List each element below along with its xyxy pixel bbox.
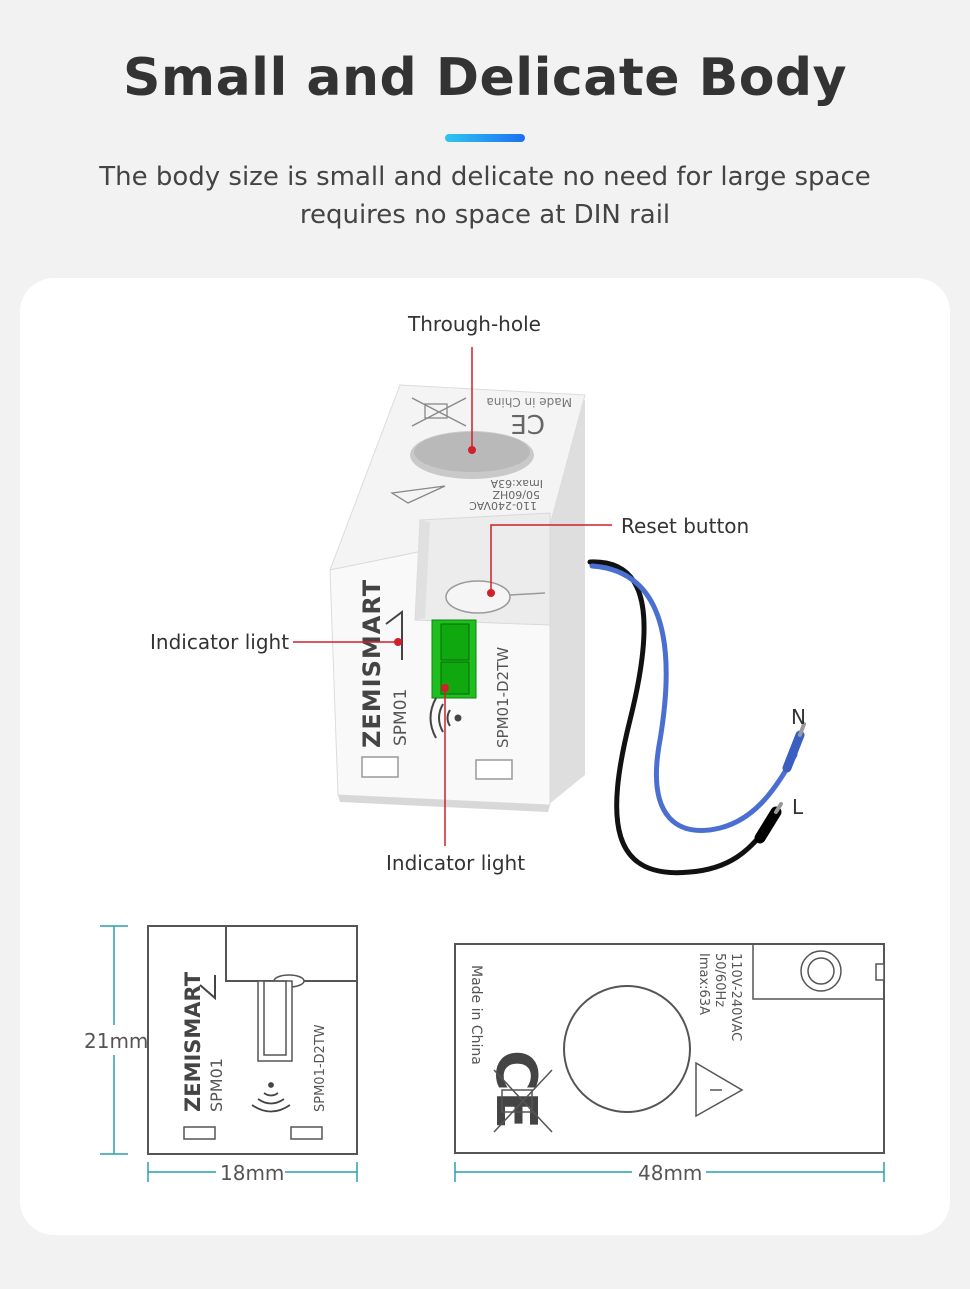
warning-triangle-icon xyxy=(390,485,446,504)
fv-wireless-icon xyxy=(251,1082,291,1113)
bv-bin-crossed-icon xyxy=(493,1069,553,1133)
front-model: SPM01 xyxy=(391,689,411,746)
front-brand: ZEMISMART xyxy=(358,579,386,748)
bv-voltage: 110V-240VAC xyxy=(728,953,743,1041)
bv-frequency: 50/60Hz xyxy=(712,953,727,1007)
bv-warning-triangle-icon xyxy=(695,1061,744,1118)
device-3d: CE Made in China 110-240VAC 50/60HZ Imax… xyxy=(329,384,586,812)
front-model-full: SPM01-D2TW xyxy=(494,647,512,748)
subtitle-line-1: The body size is small and delicate no n… xyxy=(99,162,871,192)
back-view-drawing: CE Made in China 110V-240VAC 50/60Hz Ima… xyxy=(454,943,885,1154)
callout-lines xyxy=(293,347,612,846)
page-title: Small and Delicate Body xyxy=(122,48,848,108)
dimension-lines xyxy=(100,925,885,1182)
label-wire-n: N xyxy=(791,705,806,729)
dim-width-18mm: 18mm xyxy=(220,1161,285,1185)
page-subtitle: The body size is small and delicate no n… xyxy=(0,158,970,234)
reset-button xyxy=(445,580,511,614)
title-accent-bar xyxy=(445,134,525,142)
dim-height-21mm: 21mm xyxy=(84,1029,149,1053)
callout-dots xyxy=(394,446,495,692)
wireless-signal-icon xyxy=(429,697,462,739)
label-reset-button: Reset button xyxy=(621,514,750,538)
wires xyxy=(587,559,806,876)
front-view-drawing: ZEMISMART SPM01 SPM01-D2TW xyxy=(147,925,358,1155)
fv-model-full: SPM01-D2TW xyxy=(313,1024,328,1112)
label-indicator-light-left: Indicator light xyxy=(150,630,290,654)
top-imax: Imax:63A xyxy=(490,477,543,490)
dim-width-48mm: 48mm xyxy=(638,1161,703,1185)
bin-crossed-icon xyxy=(411,397,467,427)
top-voltage: 110-240VAC xyxy=(469,499,537,512)
bv-imax: Imax:63A xyxy=(696,953,711,1015)
top-made-in: Made in China xyxy=(486,395,572,409)
bv-made-in: Made in China xyxy=(468,965,484,1065)
top-frequency: 50/60HZ xyxy=(492,488,540,501)
label-through-hole: Through-hole xyxy=(408,312,541,336)
subtitle-line-2: requires no space at DIN rail xyxy=(299,200,671,230)
label-wire-l: L xyxy=(792,795,804,819)
top-ce-mark: CE xyxy=(510,408,545,438)
label-indicator-light-bottom: Indicator light xyxy=(386,851,526,875)
fv-model: SPM01 xyxy=(207,1058,226,1112)
fv-brand: ZEMISMART xyxy=(181,971,205,1112)
